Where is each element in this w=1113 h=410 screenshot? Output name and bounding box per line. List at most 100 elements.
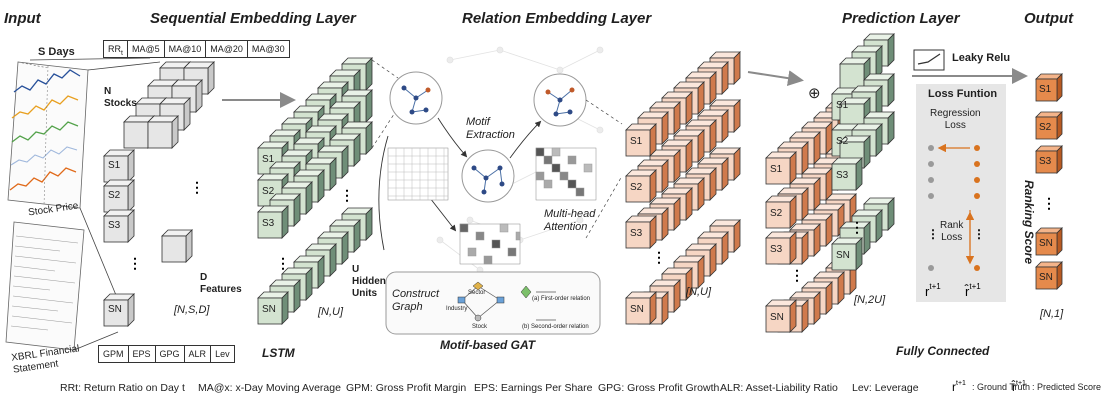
- out-label-s2: S2: [1039, 122, 1052, 133]
- feature-ma30: MA@30: [251, 44, 285, 54]
- lstm-shape-label: [N,U]: [318, 306, 344, 318]
- legend-gpg: GPG: Gross Profit Growth: [598, 382, 720, 394]
- legend-ma: MA@x: x-Day Moving Average: [198, 382, 341, 394]
- svg-text:⋮: ⋮: [128, 255, 142, 271]
- fc-label-s3: S3: [836, 170, 849, 181]
- gat-label: Motif-based GAT: [440, 338, 536, 352]
- motif-circle-center: [461, 149, 515, 203]
- input-shape-label: [N,S,D]: [174, 304, 210, 316]
- fully-connected-label: Fully Connected: [896, 344, 990, 358]
- legend-eps: EPS: Earnings Per Share: [474, 382, 593, 394]
- arrow-gat-to-prediction: [747, 70, 804, 87]
- legend-lev: Lev: Leverage: [852, 382, 919, 394]
- fc-label-s1: S1: [836, 100, 849, 111]
- lstm-label-s3: S3: [262, 218, 275, 229]
- leaky-relu-icon: [913, 49, 945, 71]
- feature-lev: Lev: [215, 349, 230, 359]
- feature-ma20: MA@20: [206, 41, 248, 57]
- feature-gpg: GPG: [156, 346, 185, 362]
- out-label-sn2: SN: [1039, 272, 1053, 283]
- multihead-label: Multi-head Attention: [544, 208, 596, 233]
- legend-predicted: : Predicted Score: [1032, 382, 1102, 392]
- gat-label-sn: SN: [630, 304, 644, 315]
- input-header: Input: [4, 10, 41, 27]
- construct-graph-box: [385, 271, 601, 335]
- svg-text:⋮: ⋮: [190, 179, 204, 195]
- gat-label-s1: S1: [630, 136, 643, 147]
- prediction-layer-header: Prediction Layer: [842, 10, 960, 27]
- out-label-sn: SN: [1039, 238, 1053, 249]
- fc-label-sn: SN: [836, 250, 850, 261]
- lstm-label-s1: S1: [262, 154, 275, 165]
- gat-label-s2: S2: [630, 182, 643, 193]
- legend-ground-truth: : Ground Truth: [972, 382, 1031, 392]
- lstm-label: LSTM: [262, 346, 295, 360]
- regression-loss-label: Regression Loss: [930, 108, 981, 131]
- motif-circle-left: [389, 71, 443, 125]
- financial-feature-bar: GPM EPS GPG ALR Lev: [98, 345, 235, 363]
- concat-symbol: ⊕: [808, 85, 821, 102]
- output-cube-stack: [1035, 73, 1063, 290]
- d-features-label: D Features: [200, 272, 242, 295]
- feature-rr: RRt: [104, 41, 128, 57]
- output-header: Output: [1024, 10, 1074, 27]
- adjacency-matrix-left: [387, 147, 449, 201]
- svg-text:⋮: ⋮: [1042, 195, 1056, 211]
- svg-text:⋮: ⋮: [340, 187, 354, 203]
- price-feature-bar: RRt MA@5 MA@10 MA@20 MA@30: [103, 40, 290, 58]
- construct-graph-label: Construct Graph: [392, 288, 440, 313]
- first-order-label: (a) First-order relation: [532, 296, 591, 302]
- out-label-s1: S1: [1039, 84, 1052, 95]
- loss-function-label: Loss Funtion: [928, 88, 998, 100]
- second-order-label: (b) Second-order relation: [522, 324, 589, 330]
- gat-output-stack: [625, 51, 741, 325]
- legend-rr: RRt: Return Ratio on Day t: [60, 382, 185, 394]
- fc-label-s2: S2: [836, 136, 849, 147]
- svg-text:⋮: ⋮: [276, 255, 290, 271]
- svg-text:⋮: ⋮: [850, 219, 864, 235]
- lstm-label-sn: SN: [262, 304, 276, 315]
- relation-layer-header: Relation Embedding Layer: [462, 10, 652, 27]
- legend-gpm: GPM: Gross Profit Margin: [346, 382, 467, 394]
- feature-eps: EPS: [129, 346, 156, 362]
- pred-label-s3: S3: [770, 244, 783, 255]
- pred-shape-label: [N,2U]: [854, 294, 886, 306]
- leaky-relu-label: Leaky Relu: [952, 52, 1011, 64]
- svg-text:⋮: ⋮: [973, 227, 985, 241]
- gat-shape-label: [N,U]: [686, 286, 712, 298]
- pred-label-s2: S2: [770, 208, 783, 219]
- rank-loss-label: Rank Loss: [940, 220, 964, 243]
- stock-node-label: Stock: [472, 324, 488, 330]
- legend-alr: ALR: Asset-Liability Ratio: [720, 382, 838, 394]
- sector-label: Sector: [468, 290, 486, 296]
- u-hidden-label: U Hidden Units: [352, 264, 386, 299]
- stock-label-s1: S1: [108, 160, 121, 171]
- sequential-layer-header: Sequential Embedding Layer: [150, 10, 356, 27]
- pred-label-sn: SN: [770, 312, 784, 323]
- output-shape-label: [N,1]: [1040, 308, 1064, 320]
- feature-gpm: GPM: [99, 346, 129, 362]
- pred-label-s1: S1: [770, 164, 783, 175]
- s-days-label: S Days: [38, 46, 75, 58]
- out-label-s3: S3: [1039, 156, 1052, 167]
- stock-label-s2: S2: [108, 190, 121, 201]
- stock-label-sn: SN: [108, 304, 122, 315]
- feature-ma10: MA@10: [165, 41, 207, 57]
- feature-ma5: MA@5: [128, 41, 165, 57]
- motif-extraction-label: Motif Extraction: [466, 116, 515, 141]
- svg-text:⋮: ⋮: [652, 249, 666, 265]
- lstm-label-s2: S2: [262, 186, 275, 197]
- xbrl-statement-panel: [5, 221, 85, 351]
- stock-price-panel: [7, 61, 89, 209]
- loss-function-box: ⋮ ⋮: [916, 84, 1006, 302]
- attention-matrix: [459, 223, 521, 265]
- motif-circle-right: [533, 73, 587, 127]
- adjacency-matrix-right: [535, 147, 597, 201]
- legend-row: RRt: Return Ratio on Day t MA@x: x-Day M…: [0, 378, 1113, 400]
- feature-alr: ALR: [185, 346, 212, 362]
- ranking-score-label: Ranking Score: [1022, 180, 1036, 265]
- stock-label-s3: S3: [108, 220, 121, 231]
- industry-label: Industry: [446, 306, 468, 312]
- gat-label-s3: S3: [630, 228, 643, 239]
